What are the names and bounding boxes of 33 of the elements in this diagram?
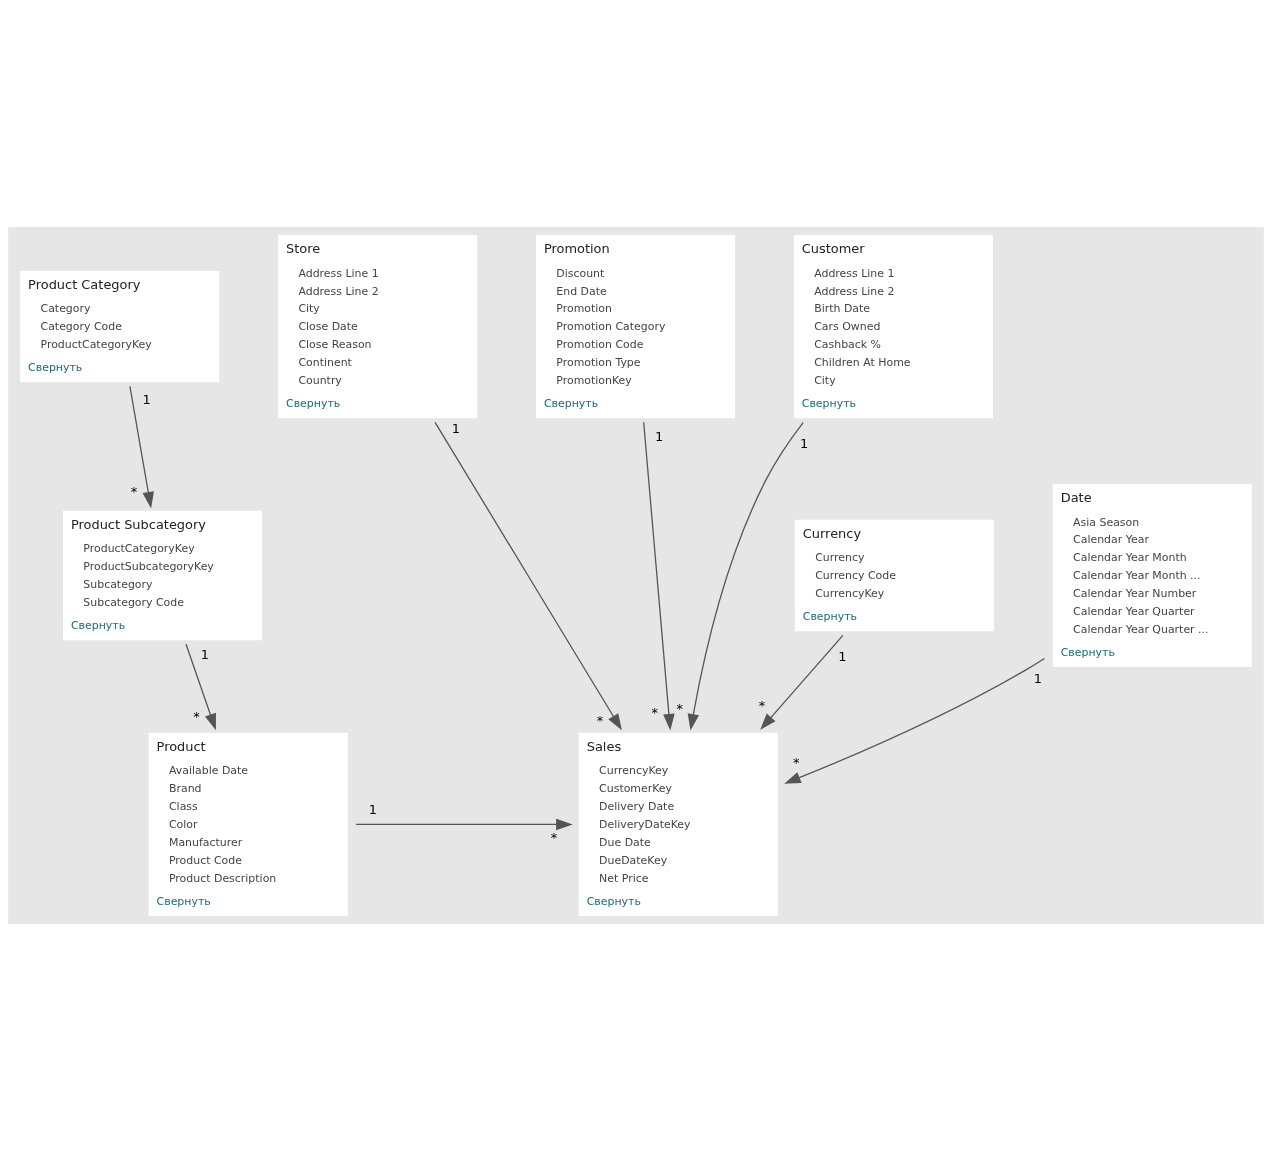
arrow: [784, 657, 1046, 784]
node-box: Store Address Line 1 Address Line 2 City Close Date Close Reason Continent Country Свернуть: [278, 234, 478, 418]
label: *: [596, 712, 604, 728]
label: 1: [1033, 670, 1043, 686]
arrow: [643, 421, 675, 731]
label: 1: [200, 646, 209, 662]
label: *: [676, 700, 684, 716]
node-box: Promotion Discount End Date Promotion Promotion Category Promotion Code Promotion Type PromotionKey Свернуть: [535, 234, 736, 418]
arrow: [185, 643, 216, 730]
label: 1: [451, 420, 460, 436]
node-box: Currency Currency Currency Code CurrencyKey Свернуть: [794, 519, 994, 631]
label: *: [793, 754, 800, 770]
arrow: [687, 421, 804, 731]
label: 1: [368, 801, 378, 817]
label: 1: [142, 391, 151, 407]
label: 1: [800, 435, 809, 451]
arrow: [760, 634, 844, 730]
node-box: Product Category Category Category Code ProductCategoryKey Свернуть: [20, 270, 220, 382]
label: *: [193, 708, 200, 724]
node-box: Customer Address Line 1 Address Line 2 Birth Date Cars Owned Cashback % Children At Home City Свернуть: [793, 234, 993, 418]
arrow: [355, 818, 573, 830]
node-box: Sales CurrencyKey CustomerKey Delivery Date DeliveryDateKey Due Date DueDateKey Net Price Свернуть: [578, 732, 778, 916]
node-box: Product Available Date Brand Class Color Manufacturer Product Code Product Description Свернуть: [148, 732, 348, 916]
label: *: [758, 697, 766, 713]
label: 1: [655, 428, 664, 444]
label: *: [130, 483, 138, 499]
node-box: Product Subcategory ProductCategoryKey ProductSubcategoryKey Subcategory Subcategory Code Свернуть: [62, 510, 263, 640]
label: *: [550, 829, 558, 845]
arrow: [129, 385, 154, 508]
label: 1: [838, 648, 847, 664]
arrow: [434, 421, 622, 730]
label: *: [651, 703, 658, 719]
node-box: Date Asia Season Calendar Year Calendar Year Month Calendar Year Month ... Calendar Year Number Calendar Year Quarter Calendar Year Quarter ... Свернуть: [1052, 483, 1252, 667]
